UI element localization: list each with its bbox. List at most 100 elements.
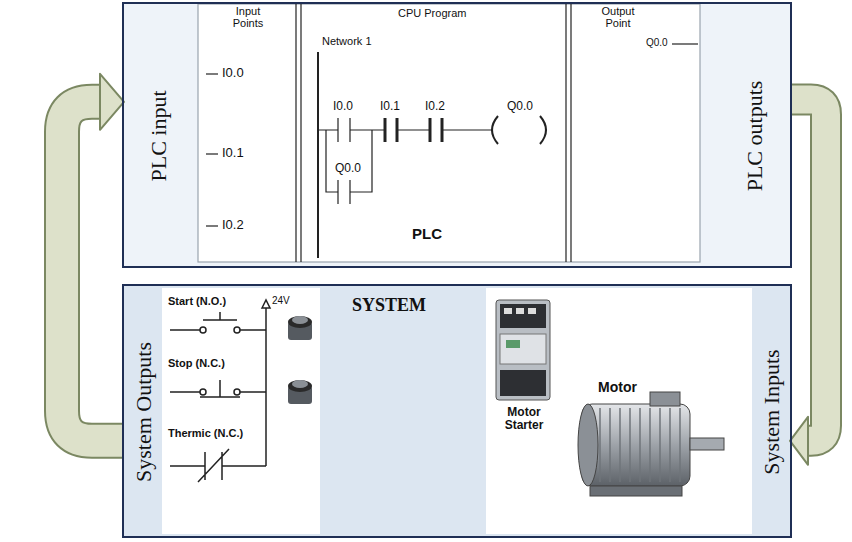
switch-wiring-part bbox=[170, 449, 266, 482]
motor-area bbox=[486, 288, 752, 534]
system-output-band: System Outputs bbox=[124, 292, 164, 532]
input-header: Input Points bbox=[226, 6, 270, 29]
plc-input-band: PLC input bbox=[124, 14, 194, 258]
switch-wiring-part bbox=[234, 389, 240, 395]
switch-wiring-part bbox=[170, 312, 266, 330]
device-label: Motor bbox=[598, 380, 637, 395]
panel-title: SYSTEM bbox=[352, 296, 426, 316]
ladder-diagram-part bbox=[384, 118, 387, 142]
ladder-diagram-part bbox=[337, 118, 338, 142]
plc-panel-ground bbox=[122, 2, 792, 268]
motor-starter-image-part bbox=[506, 340, 520, 348]
motor-image-part bbox=[690, 438, 724, 450]
pushbutton-icon-part bbox=[288, 380, 312, 392]
switch-wiring-part bbox=[265, 308, 267, 466]
ladder-diagram-part bbox=[300, 4, 301, 262]
switch-area bbox=[162, 288, 320, 534]
motor-image-part-part bbox=[629, 408, 631, 482]
ladder-diagram-part bbox=[492, 116, 498, 144]
ladder-diagram-part bbox=[396, 118, 399, 142]
switch-wiring-part bbox=[200, 327, 206, 333]
motor-image-part bbox=[650, 392, 680, 406]
switch-wiring-part bbox=[200, 389, 206, 395]
ladder-diagram-part bbox=[206, 153, 218, 154]
vertical-band-label: PLC outputs bbox=[742, 81, 768, 192]
motor-image-part-part bbox=[599, 408, 601, 482]
motor-starter-image-part bbox=[500, 334, 546, 364]
pushbutton-icon-part bbox=[292, 380, 308, 388]
flow-arrow-body bbox=[790, 99, 826, 440]
flow-arrow bbox=[62, 74, 124, 441]
ladder-diagram-part bbox=[441, 118, 444, 142]
motor-starter-image-part bbox=[500, 304, 546, 328]
ladder-diagram-part bbox=[206, 225, 218, 226]
ladder-diagram bbox=[198, 4, 700, 262]
coil-label: Q0.0 bbox=[507, 100, 533, 113]
switch-wiring-part bbox=[170, 380, 266, 397]
motor-starter-image-part bbox=[528, 308, 536, 314]
input-point-label: I0.2 bbox=[222, 218, 244, 232]
output-point-label: Q0.0 bbox=[646, 38, 668, 49]
switch-wiring bbox=[170, 300, 270, 482]
motor-image-part-part bbox=[639, 408, 641, 482]
ladder-diagram-part bbox=[540, 116, 546, 144]
ladder-diagram-part bbox=[295, 4, 296, 262]
ladder-diagram-part bbox=[565, 4, 566, 262]
motor-image-part-part bbox=[619, 408, 621, 482]
motor-starter-image bbox=[496, 300, 550, 400]
switch-label: Start (N.O.) bbox=[168, 296, 226, 308]
pushbutton-icon-part bbox=[288, 316, 312, 328]
ladder-diagram-part bbox=[337, 180, 338, 204]
plc-output-band: PLC outputs bbox=[720, 14, 790, 258]
motor-image-part-part bbox=[679, 408, 681, 482]
device-label: Motor Starter bbox=[494, 406, 554, 431]
motor-starter-image-part bbox=[516, 308, 524, 314]
ladder-diagram-part bbox=[206, 73, 218, 74]
motor-image-part-part bbox=[659, 408, 661, 482]
pushbutton-icon-part bbox=[292, 316, 308, 324]
panel-title: PLC bbox=[412, 226, 442, 243]
arrow-head bbox=[100, 74, 124, 130]
input-point-label: I0.0 bbox=[222, 66, 244, 80]
vertical-band-label: PLC input bbox=[146, 90, 172, 181]
ladder-diagram-part bbox=[318, 129, 492, 130]
flow-arrow-outline bbox=[62, 102, 124, 441]
switch-label: Thermic (N.C.) bbox=[168, 428, 243, 440]
ladder-diagram-part bbox=[326, 130, 372, 192]
pushbutton-icon bbox=[288, 380, 312, 404]
system-panel-ground bbox=[122, 284, 792, 538]
arrow-head bbox=[790, 417, 808, 465]
ladder-diagram-part bbox=[317, 52, 319, 258]
voltage-label: 24V bbox=[272, 296, 290, 307]
motor-image-part bbox=[590, 486, 682, 496]
motor-image-part bbox=[600, 408, 680, 482]
ladder-diagram-part bbox=[349, 180, 350, 204]
system-panel: SYSTEM System Outputs System Inputs bbox=[122, 284, 792, 538]
motor-image-part-part bbox=[609, 408, 611, 482]
ladder-diagram-part bbox=[198, 4, 700, 262]
input-point-label: I0.1 bbox=[222, 146, 244, 160]
ladder-diagram-part bbox=[570, 4, 571, 262]
ladder-diagram-part bbox=[349, 118, 350, 142]
flow-arrow-outline bbox=[790, 99, 826, 440]
motor-image-part-part bbox=[649, 408, 651, 482]
switch-label: Stop (N.C.) bbox=[168, 358, 225, 370]
vertical-band-label: System Inputs bbox=[759, 349, 785, 474]
system-input-band: System Inputs bbox=[754, 292, 790, 532]
vertical-band-label: System Outputs bbox=[131, 342, 157, 482]
ladder-diagram-part bbox=[429, 118, 432, 142]
motor-starter-image-part bbox=[496, 300, 550, 400]
network-label: Network 1 bbox=[322, 36, 372, 48]
motor-image-part-part bbox=[669, 408, 671, 482]
contact-label: I0.0 bbox=[333, 100, 353, 113]
contact-label: I0.1 bbox=[380, 100, 400, 113]
contact-label: I0.2 bbox=[425, 100, 445, 113]
flow-arrow-body bbox=[62, 102, 124, 441]
motor-image-part bbox=[578, 404, 598, 486]
ladder-diagram-part bbox=[672, 43, 698, 44]
motor-starter-image-part bbox=[500, 370, 546, 396]
motor-image bbox=[578, 392, 724, 496]
contact-label: Q0.0 bbox=[335, 162, 361, 175]
